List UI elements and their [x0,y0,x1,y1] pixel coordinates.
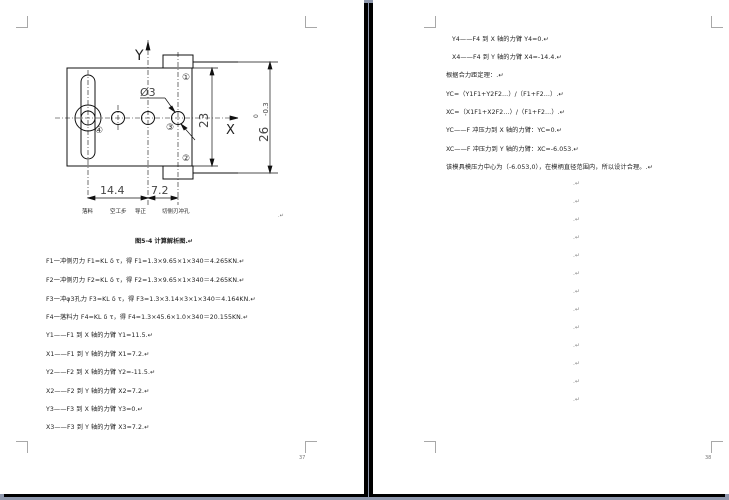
station-label-pilot: 导正 [135,208,147,215]
crop-mark-top-left [424,16,436,28]
empty-paragraph-mark: .↵ [573,198,580,205]
station-label-blanking: 落料 [82,207,94,215]
empty-paragraph-mark: .↵ [573,216,580,223]
text-line: X4——F4 到 Y 轴的力臂 X4=-14.4.↵ [452,54,562,61]
text-line: 该模具模压力中心为（-6.053,0），在模柄直径范围内，所以设计合理。.↵ [446,164,653,171]
text-line: F1一冲侧刃力 F1=KL δ τ，得 F1=1.3×9.65×1×340＝4.… [46,258,245,265]
text-line: F4一落料力 F4=KL δ τ，得 F4=1.3×45.6×1.0×340＝2… [46,314,249,321]
station-label-side-cut: 切侧刃冲孔 [162,207,190,215]
circle-label-1: ① [182,73,190,83]
empty-paragraph-mark: .↵ [573,288,580,295]
text-line: Y2——F2 到 X 轴的力臂 Y2=-11.5.↵ [46,369,156,376]
crop-mark-top-right [711,16,723,28]
dim-7-2-label: 7.2 [151,184,169,197]
circle-label-2: ② [182,154,190,164]
document-page-37: 37 [0,0,364,494]
text-line: YC=（Y1F1+Y2F2…）/（F1+F2…）.↵ [446,91,564,98]
figure-caption: 图5-4 计算解析图.↵ [135,238,193,245]
dim-23-label: 23 [197,113,211,128]
crop-mark-top-left [16,16,28,28]
dim-14-4-label: 14.4 [100,184,125,197]
axis-x-label: X [226,123,235,138]
crop-mark-bottom-left [424,441,436,453]
dim-26-tol-lower: -0.3 [262,102,270,116]
calculation-diagram: Y X Ø3 23 26 0 -0.3 14.4 7.2 ① ② ③ ④ 落料 … [55,40,284,219]
empty-paragraph-mark: .↵ [573,270,580,277]
empty-paragraph-mark: .↵ [573,396,580,403]
empty-paragraph-mark: .↵ [573,180,580,187]
circle-label-3: ③ [166,123,174,133]
text-line: 根据合力距定理：.↵ [446,72,504,79]
text-line: YC——F 冲压力到 X 轴的力臂：YC=0.↵ [446,127,562,134]
crop-mark-bottom-right [305,441,317,453]
empty-paragraph-mark: .↵ [573,378,580,385]
station-label-idle: 空工步 [110,207,127,215]
empty-paragraph-mark: .↵ [573,234,580,241]
text-line: X3——F3 到 Y 轴的力臂 X3=7.2.↵ [46,424,150,431]
empty-paragraph-mark: .↵ [573,252,580,259]
text-line: XC=（X1F1+X2F2…）/（F1+F2…）.↵ [446,109,565,116]
text-line: X2——F2 到 Y 轴的力臂 X2=7.2.↵ [46,388,150,395]
text-line: Y4——F4 到 X 轴的力臂 Y4=0.↵ [452,36,549,43]
page-number: 37 [299,455,306,461]
text-line: Y3——F3 到 X 轴的力臂 Y3=0.↵ [46,406,143,413]
dim-26-label: 26 [257,127,271,142]
text-line: F3一冲φ3孔力 F3=KL δ τ，得 F3=1.3×3.14×3×1×340… [46,296,256,303]
text-line: X1——F1 到 Y 轴的力臂 X1=7.2.↵ [46,351,150,358]
empty-paragraph-mark: .↵ [573,342,580,349]
text-line: XC——F 冲压力到 Y 轴的力臂：XC=-6.053.↵ [446,146,579,153]
text-line: Y1——F1 到 X 轴的力臂 Y1=11.5.↵ [46,332,153,339]
page-number: 38 [705,455,712,461]
document-page-38: 38 Y4——F4 到 X 轴的力臂 Y4=0.↵ X4——F4 到 Y 轴的力… [373,0,729,494]
empty-paragraph-mark: .↵ [573,324,580,331]
circle-label-4: ④ [95,126,103,136]
dim-26-tol-upper: 0 [253,114,260,118]
crop-mark-bottom-right [711,441,723,453]
paragraph-mark: .↵ [278,213,284,219]
empty-paragraph-mark: .↵ [573,360,580,367]
crop-mark-bottom-left [16,441,28,453]
text-line: F2一冲侧刃力 F2=KL δ τ，得 F2=1.3×9.65×1×340＝4.… [46,277,245,284]
empty-paragraph-mark: .↵ [573,306,580,313]
diameter-label: Ø3 [140,86,156,99]
crop-mark-top-right [305,16,317,28]
axis-y-label: Y [134,48,144,64]
